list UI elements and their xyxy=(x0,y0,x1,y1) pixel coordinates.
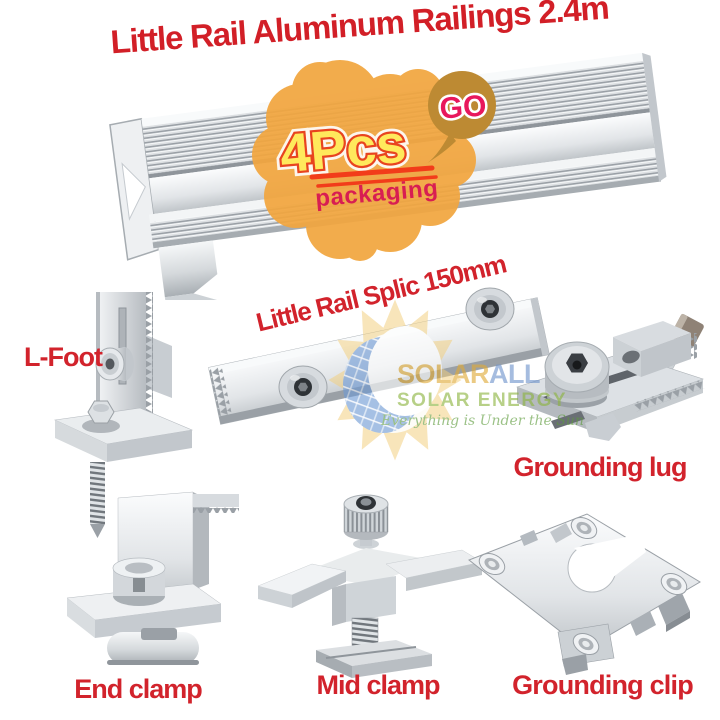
knurled-screw xyxy=(343,494,389,540)
l-foot-serration xyxy=(146,292,153,434)
hex-bolt xyxy=(82,400,120,433)
l-foot-image xyxy=(53,292,194,538)
packaging-badge: GO 4Pcs 4Pcs packaging xyxy=(240,55,500,270)
label-grounding-clip: Grounding clip xyxy=(512,670,694,700)
grounding-clip-image xyxy=(468,513,701,675)
label-grounding-lug: Grounding lug xyxy=(513,452,688,482)
clip-bent-tabs xyxy=(520,523,690,675)
l-foot-slot xyxy=(118,307,127,385)
end-clamp-image xyxy=(66,491,239,665)
go-speech-bubble xyxy=(424,71,496,165)
watermark-tagline: Everything is Under the Sun xyxy=(380,413,584,429)
watermark-brand-part2: ALL xyxy=(489,359,540,389)
lug-serration xyxy=(633,379,705,412)
lug-clamp-block xyxy=(613,321,697,377)
mid-clamp-image xyxy=(257,494,483,678)
badge-underline xyxy=(309,165,438,188)
label-l-foot: L-Foot xyxy=(24,342,103,372)
rail-end-notch xyxy=(121,162,146,221)
splice-bolt-right xyxy=(465,287,515,331)
watermark-graphic: SOLARALL SOLAR ENERGY Everything is Unde… xyxy=(328,299,584,461)
t-nut-base xyxy=(316,640,432,678)
starburst-blob xyxy=(252,60,476,261)
end-clamp-boss xyxy=(112,557,166,606)
mid-clamp-body xyxy=(346,576,396,622)
l-foot-bolt xyxy=(95,347,134,381)
clip-grommets xyxy=(478,516,688,656)
watermark: SOLARALL SOLAR ENERGY Everything is Unde… xyxy=(255,295,585,510)
splice-serrated-end xyxy=(209,366,233,423)
end-clamp-overhang xyxy=(193,494,239,507)
watermark-brand-part1: SOLAR xyxy=(397,359,489,389)
grounding-lug-image xyxy=(516,313,705,441)
watermark-brand: SOLARALL xyxy=(397,359,540,389)
lug-socket-screw xyxy=(544,341,610,408)
label-end-clamp: End clamp xyxy=(74,674,203,704)
hanger-bolt xyxy=(90,462,105,524)
end-clamp-foot xyxy=(107,628,199,665)
splice-bolt-left xyxy=(278,365,328,409)
lug-foot-tab xyxy=(585,413,621,441)
mid-clamp-left-wing xyxy=(257,563,347,608)
go-text: GO xyxy=(439,89,488,125)
rail-left-flange xyxy=(158,240,218,298)
label-mid-clamp: Mid clamp xyxy=(316,670,440,700)
watermark-subtitle: SOLAR ENERGY xyxy=(397,390,567,411)
